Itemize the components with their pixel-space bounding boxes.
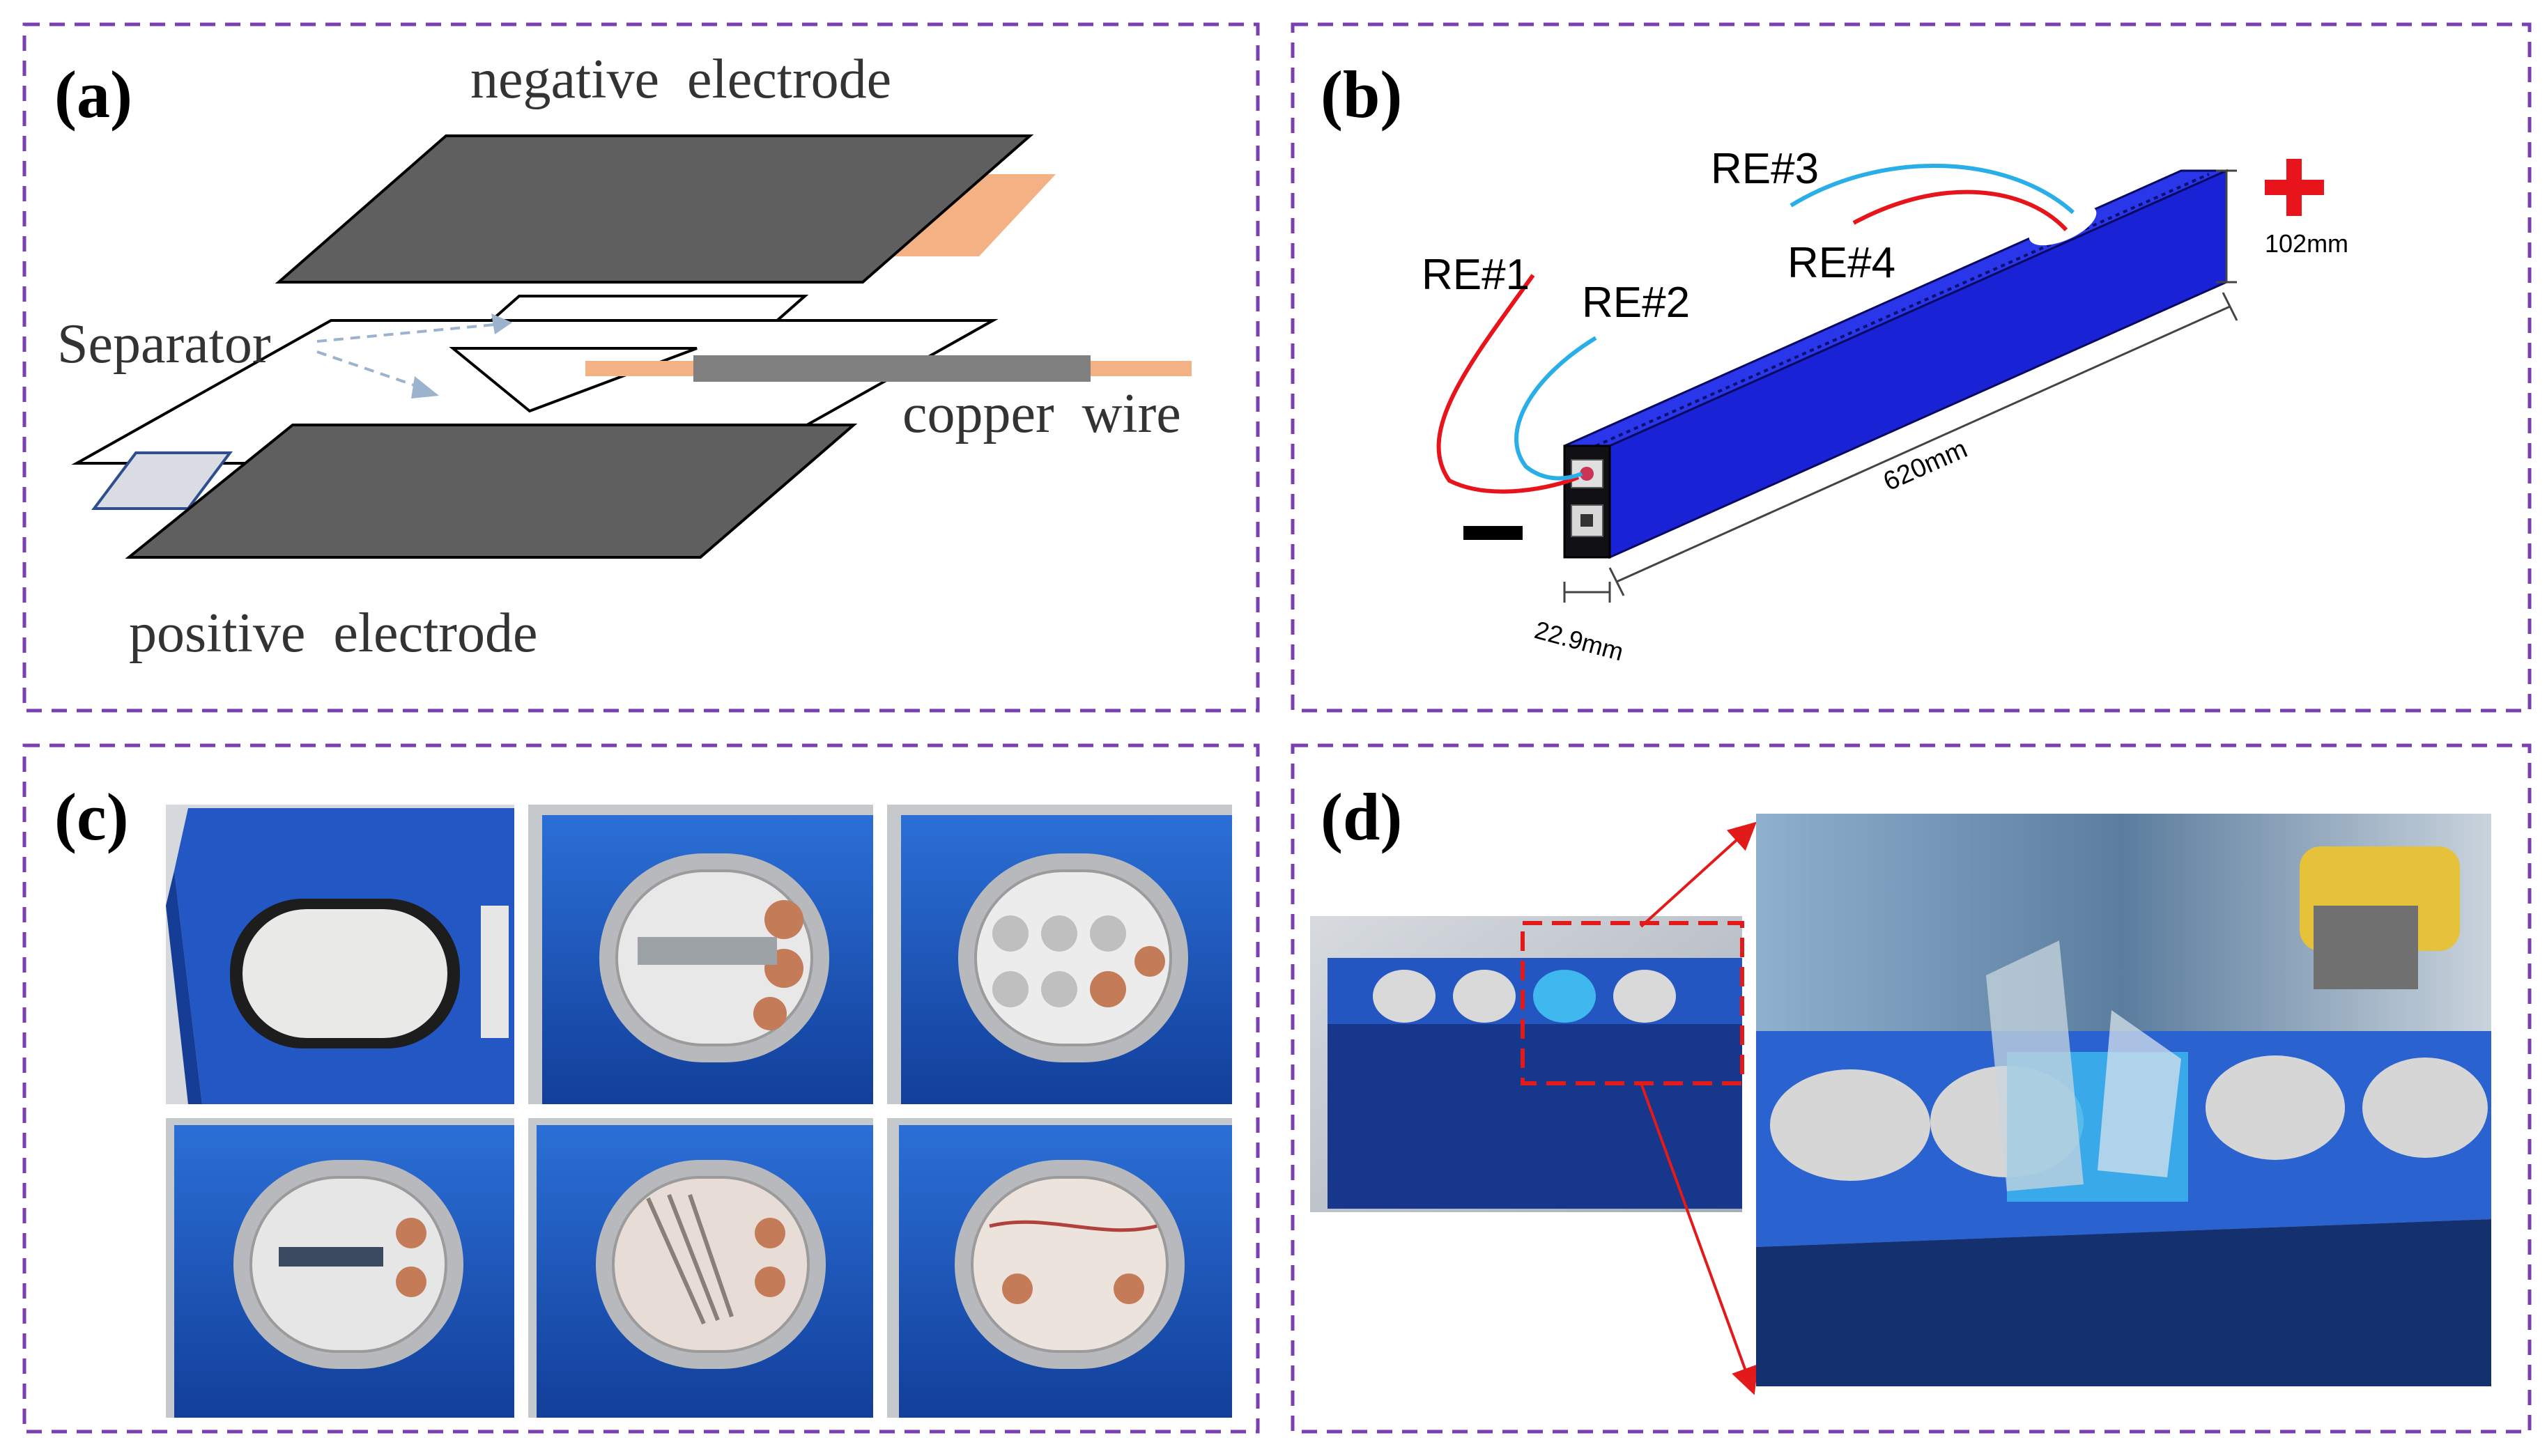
panel-c-frame	[22, 743, 1260, 1434]
minus-sign	[1463, 526, 1523, 540]
negative-tab	[885, 174, 1056, 256]
positive-electrode-sheet	[125, 424, 858, 559]
separator-arrowhead-upper	[491, 313, 512, 334]
copper-wire-tip-right	[1087, 361, 1192, 376]
re2-wire	[1514, 336, 1597, 481]
copper-wire-body	[693, 355, 1091, 382]
panel-b-label: (b)	[1321, 57, 1402, 132]
panel-a-frame	[22, 22, 1260, 713]
plus-sign-vertical	[2286, 159, 2302, 216]
re4-wire	[1852, 189, 2068, 232]
length-dimension-tick-right	[2222, 292, 2238, 321]
photo-cell-opened-3	[166, 1118, 514, 1418]
highlight-box	[1521, 921, 1744, 1085]
thickness-dimension-label: 22.9mm	[1532, 615, 1626, 666]
length-dimension-tick-left	[1608, 567, 1625, 596]
panel-d-label: (d)	[1321, 780, 1402, 854]
photo-cell-top-zoomed	[1756, 814, 2491, 1386]
height-dimension-label: 102mm	[2265, 229, 2348, 258]
re2-label: RE#2	[1582, 279, 1690, 327]
zoom-arrow-bottom	[1640, 1083, 1758, 1395]
copper-wire-label: copper wire	[902, 383, 1181, 444]
separator-arrow-lower	[316, 350, 429, 392]
cell-top-groove	[1595, 173, 2210, 447]
positive-electrode-label: positive electrode	[129, 603, 537, 664]
negative-terminal-hole	[1580, 467, 1594, 481]
photo-cell-top-overview	[1310, 916, 1742, 1212]
re3-wire	[1790, 164, 2075, 215]
re1-wire	[1436, 274, 1580, 494]
photo-cell-intact	[166, 805, 514, 1104]
panel-d-frame	[1291, 743, 2532, 1434]
panel-c-label: (c)	[54, 780, 129, 854]
photo-cell-opened-4	[528, 1118, 873, 1418]
separator-label: Separator	[57, 313, 271, 375]
cell-side-face	[1608, 169, 2228, 559]
re3-label: RE#3	[1711, 145, 1819, 193]
photo-cell-opened-2	[887, 805, 1232, 1104]
length-dimension-line	[1616, 305, 2231, 583]
re1-label: RE#1	[1422, 251, 1530, 299]
negative-electrode-label: negative electrode	[470, 49, 891, 110]
vent-terminal-inner	[1580, 514, 1593, 527]
zoom-arrow-top	[1640, 821, 1757, 928]
panel-a-label: (a)	[54, 57, 132, 132]
separator-arrowhead-lower	[411, 376, 439, 398]
panel-b-frame	[1291, 22, 2532, 713]
negative-electrode-sheet	[275, 134, 1034, 284]
separator-arrow-upper	[316, 323, 502, 343]
photo-cell-opened-5	[887, 1118, 1232, 1418]
photo-cell-opened-1	[528, 805, 873, 1104]
copper-wire-tip-left	[585, 361, 697, 376]
re4-label: RE#4	[1787, 239, 1895, 287]
